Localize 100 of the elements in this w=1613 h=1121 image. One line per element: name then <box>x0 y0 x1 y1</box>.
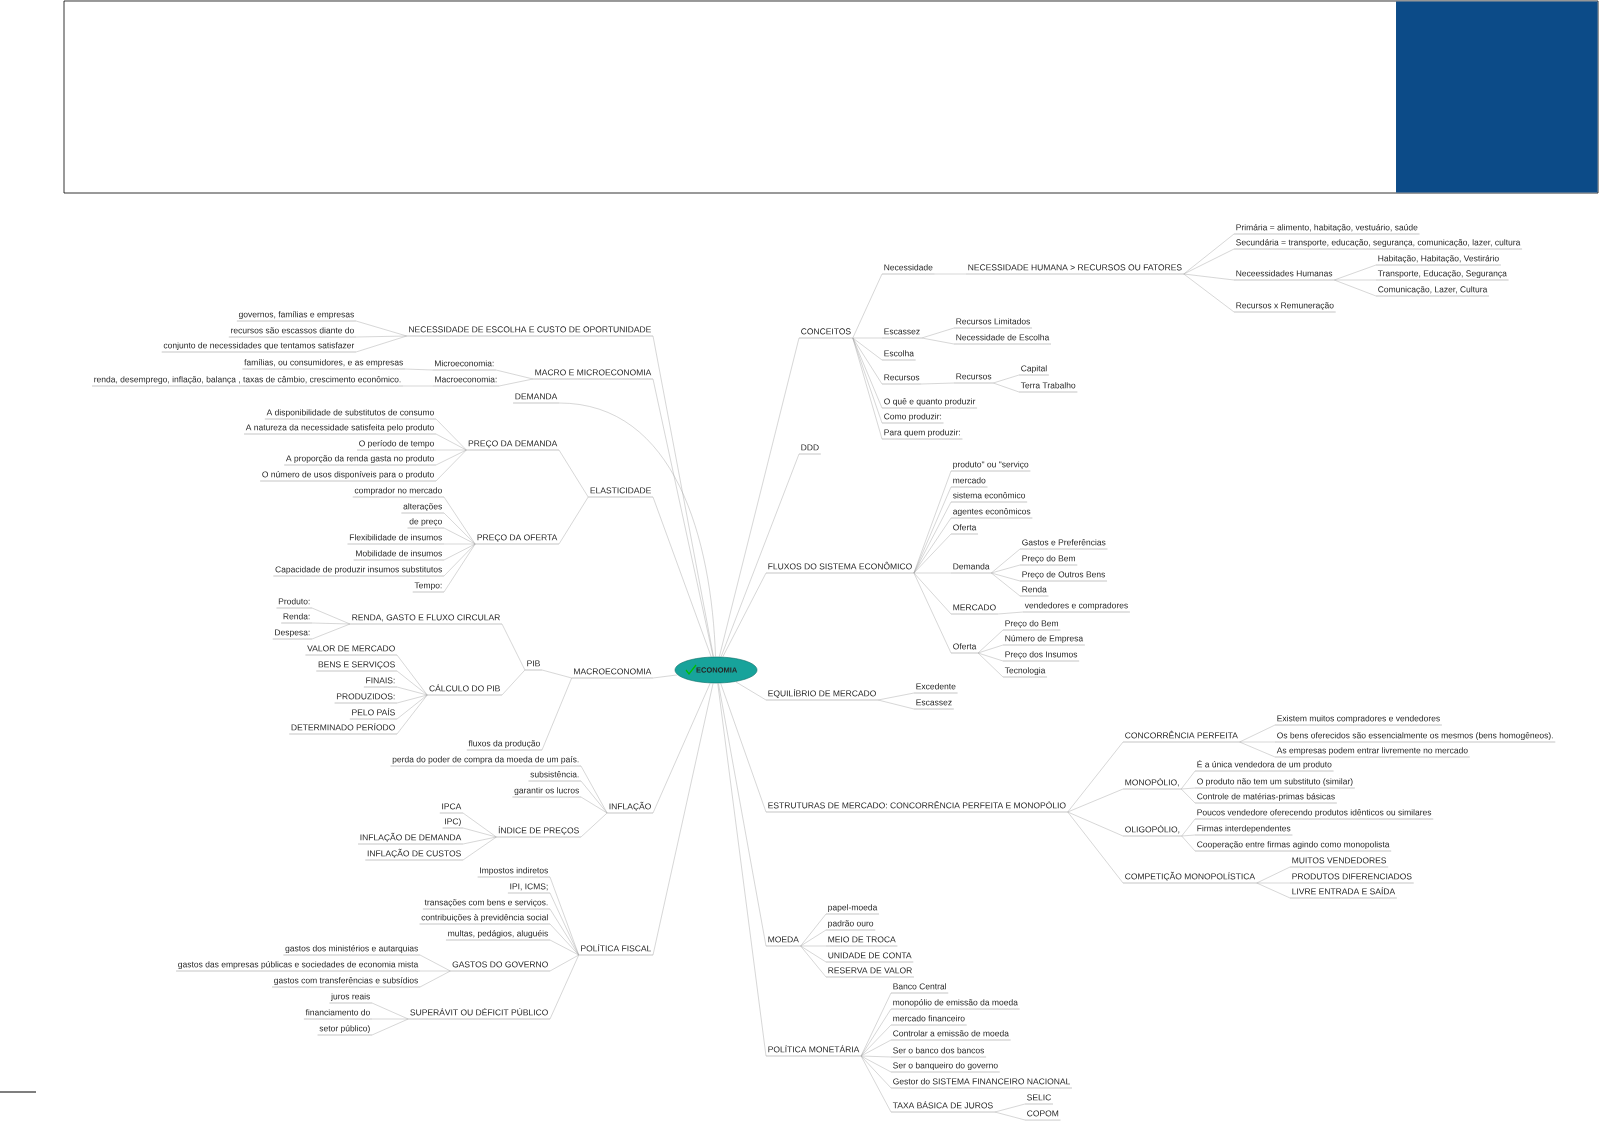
branch-label: A natureza da necessidade satisfeita pelo produto <box>243 424 437 435</box>
branch-line <box>719 337 800 657</box>
branch-line <box>404 368 433 371</box>
branch-line <box>311 622 351 625</box>
branch-line <box>860 1055 892 1089</box>
branch-line <box>994 1103 1026 1113</box>
branch-label: multas, pedágios, aluguéis <box>445 930 551 941</box>
branch-label: Tempo: <box>412 582 445 593</box>
branch-label: Preço do Bem <box>1002 620 1061 631</box>
branch-label: Tecnologia <box>1002 667 1048 678</box>
branch-label: IPCA <box>439 803 464 814</box>
branch-line <box>498 378 534 387</box>
branch-line <box>1256 882 1291 899</box>
branch-label: MACROECONOMIA <box>571 668 654 679</box>
branch-label: Preço de Outros Bens <box>1019 571 1108 582</box>
branch-line <box>549 954 579 972</box>
branch-line <box>501 669 526 696</box>
branch-line <box>652 682 711 814</box>
branch-line <box>549 939 579 956</box>
branch-label: Como produzir: <box>881 413 944 424</box>
branch-label: Flexibilidade de insumos <box>347 534 445 545</box>
branch-label: A disponibilidade de substitutos de consumo <box>264 409 437 420</box>
branch-line <box>311 607 351 625</box>
branch-line <box>852 273 883 339</box>
branch-label: NECESSIDADE DE ESCOLHA E CUSTO DE OPORTUNIDADE <box>406 326 654 337</box>
branch-label: Ser o banqueiro do governo <box>890 1062 1001 1073</box>
branch-label: CONCEITOS <box>798 328 854 339</box>
branch-line <box>355 320 407 337</box>
branch-label: ELASTICIDADE <box>587 487 654 498</box>
branch-line <box>717 683 767 1057</box>
branch-line <box>1239 724 1276 743</box>
branch-label: Escassez <box>881 328 923 339</box>
branch-label: comprador no mercado <box>352 487 445 498</box>
branch-label: ÍNDICE DE PREÇOS <box>496 825 582 838</box>
branch-label: Os bens oferecidos são essencialmente os mesmos (bens homogêneos). <box>1274 732 1556 743</box>
branch-line <box>355 335 407 353</box>
branch-label: alterações <box>401 503 445 514</box>
branch-line <box>1334 264 1377 281</box>
branch-label: vendedores e compradores <box>1022 602 1131 613</box>
branch-label: Controle de matérias-primas básicas <box>1194 793 1338 804</box>
branch-label: PREÇO DA OFERTA <box>474 534 560 545</box>
branch-label: Número de Empresa <box>1002 635 1086 646</box>
branch-line <box>860 1055 892 1113</box>
branch-line <box>977 629 1004 654</box>
branch-line <box>541 677 572 751</box>
branch-label: Macroeconomia: <box>432 376 500 387</box>
branch-label: VALOR DE MERCADO <box>305 645 398 656</box>
branch-line <box>1067 741 1124 813</box>
branch-line <box>720 683 767 813</box>
branch-line <box>977 644 1004 654</box>
branch-label: sistema econômico <box>950 492 1028 503</box>
branch-label: padrão ouro <box>825 920 876 931</box>
branch-line <box>435 449 467 466</box>
branch-label: PRODUTOS DIFERENCIADOS <box>1289 873 1414 884</box>
branch-label: governos, famílias e empresas <box>236 311 357 322</box>
branch-line <box>993 374 1020 384</box>
branch-label: perda do poder de compra da moeda de um país. <box>390 756 582 767</box>
branch-line <box>800 945 827 963</box>
branch-label: Recursos x Remuneração <box>1233 302 1336 313</box>
branch-label: POLÍTICA MONETÁRIA <box>765 1044 862 1057</box>
branch-label: Secundária = transporte, educação, segurança, comunicação, lazer, cultura <box>1233 239 1523 250</box>
branch-label: agentes econômicos <box>950 508 1033 519</box>
branch-line <box>1183 248 1235 275</box>
branch-line <box>852 337 883 409</box>
branch-line <box>1181 834 1196 837</box>
branch-line <box>462 836 497 845</box>
branch-label: ESTRUTURAS DE MERCADO: CONCORRÊNCIA PERFEITA E MONOPÓLIO <box>765 800 1068 813</box>
branch-line <box>1183 233 1235 275</box>
branch-line <box>396 654 428 696</box>
branch-label: juros reais <box>329 993 373 1004</box>
branch-label: LIVRE ENTRADA E SAÍDA <box>1289 886 1398 899</box>
branch-line <box>443 543 476 561</box>
branch-line <box>549 954 579 1020</box>
branch-line <box>1334 279 1377 297</box>
branch-line <box>652 683 714 956</box>
branch-label: É a única vendedora de um produto <box>1194 759 1334 772</box>
branch-line <box>501 623 526 671</box>
branch-line <box>443 543 476 593</box>
branch-label: setor público) <box>317 1025 373 1036</box>
branch-label: Firmas interdependentes <box>1194 825 1293 836</box>
branch-line <box>852 337 883 440</box>
branch-line <box>549 876 579 956</box>
branch-line <box>355 335 407 338</box>
branch-line <box>852 337 883 361</box>
branch-label: MONOPÓLIO, <box>1122 777 1182 790</box>
branch-line <box>991 548 1021 574</box>
branch-label: UNIDADE DE CONTA <box>825 952 914 963</box>
branch-line <box>652 496 712 658</box>
branch-label: fluxos da produção <box>466 740 543 751</box>
branch-label: de preço <box>407 518 445 529</box>
branch-line <box>860 1055 892 1073</box>
branch-line <box>558 449 589 498</box>
branch-label: Para quem produzir: <box>881 429 963 440</box>
branch-line <box>549 923 579 956</box>
branch-label: SELIC <box>1024 1094 1054 1105</box>
branch-label: transações com bens e serviços. <box>422 899 551 910</box>
branch-label: NECESSIDADE HUMANA > RECURSOS OU FATORES <box>965 264 1184 275</box>
branch-line <box>921 327 955 339</box>
branch-line <box>462 836 497 861</box>
branch-line <box>435 418 467 451</box>
